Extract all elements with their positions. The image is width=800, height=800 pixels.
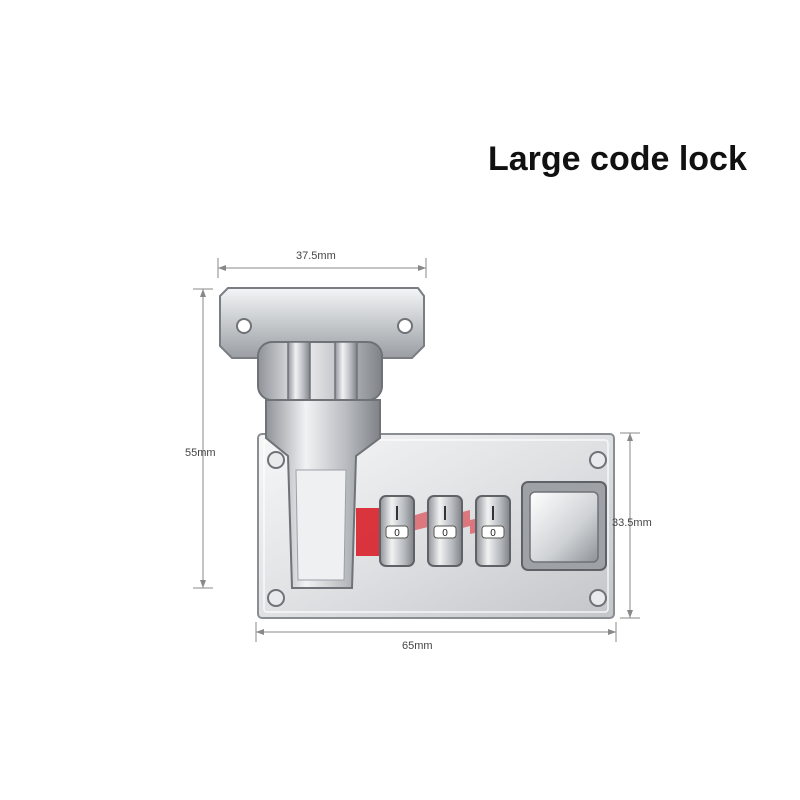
dimension-plate-width: 65mm — [402, 640, 433, 652]
product-title: Large code lock — [488, 140, 747, 178]
dial-digit-3: 0 — [490, 528, 496, 539]
dial-3 — [475, 495, 511, 567]
release-button — [521, 481, 607, 571]
dial-digit-1: 0 — [394, 528, 400, 539]
dimension-arrows — [200, 265, 633, 635]
dial-1 — [379, 495, 415, 567]
dial-2 — [427, 495, 463, 567]
top-mount-plate — [219, 287, 425, 359]
dial-digit-2: 0 — [442, 528, 448, 539]
screw-holes — [267, 451, 607, 607]
mount-hole-left — [236, 318, 252, 334]
dimension-total-height: 55mm — [185, 447, 216, 459]
combination-dials: 0 0 0 — [379, 495, 511, 567]
dimension-top-width: 37.5mm — [296, 250, 336, 262]
hinge-barrel — [257, 341, 383, 401]
mount-hole-right — [397, 318, 413, 334]
dimension-plate-height: 33.5mm — [612, 517, 652, 529]
